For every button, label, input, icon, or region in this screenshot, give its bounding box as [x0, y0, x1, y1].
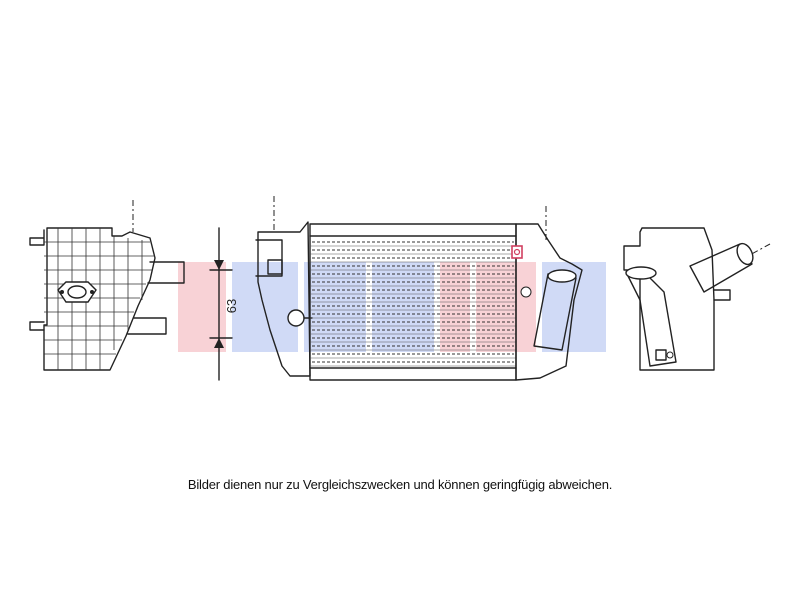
brand-watermark [178, 262, 606, 352]
disclaimer-caption: Bilder dienen nur zu Vergleichszwecken u… [187, 477, 613, 492]
core-fins [310, 241, 516, 367]
front-view [255, 196, 583, 381]
height-dimension: 63 [209, 227, 239, 381]
dimension-label: 63 [224, 299, 239, 313]
right-side-view [623, 227, 771, 371]
left-side-view [29, 200, 185, 371]
